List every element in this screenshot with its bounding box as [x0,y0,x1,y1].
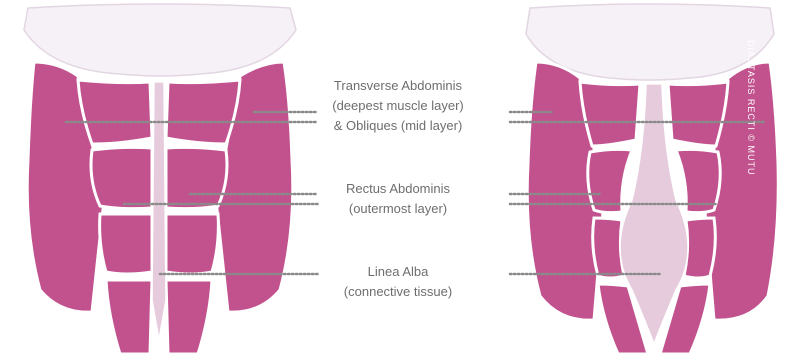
label-linea-line2: (connective tissue) [298,282,498,302]
normal-abdomen-figure [24,4,296,354]
watermark-text: DIASTASIS RECTI © MUTU [746,40,756,175]
rectus-right-bottom [166,280,212,354]
rectus-d-left-top [580,82,640,146]
label-rectus-line1: Rectus Abdominis [298,179,498,199]
label-rectus-line2: (outermost layer) [298,199,498,219]
rectus-left-low [100,214,152,274]
label-transverse-line3: & Obliques (mid layer) [298,116,498,136]
chest-skin-left [24,4,296,76]
rectus-left-bottom [106,280,152,354]
rectus-d-right-top [668,82,728,146]
rectus-right-mid [166,147,227,208]
label-linea-alba: Linea Alba (connective tissue) [298,262,498,302]
linea-alba-normal [152,82,166,340]
rectus-left-mid [91,147,152,208]
diastasis-abdomen-figure [526,4,778,354]
label-transverse-line2: (deepest muscle layer) [298,96,498,116]
label-rectus-abdominis: Rectus Abdominis (outermost layer) [298,179,498,219]
rectus-right-top [166,80,240,144]
rectus-left-top [78,80,152,144]
rectus-right-low [166,214,218,274]
label-transverse-abdominis: Transverse Abdominis (deepest muscle lay… [298,76,498,136]
label-transverse-line1: Transverse Abdominis [298,76,498,96]
label-linea-line1: Linea Alba [298,262,498,282]
